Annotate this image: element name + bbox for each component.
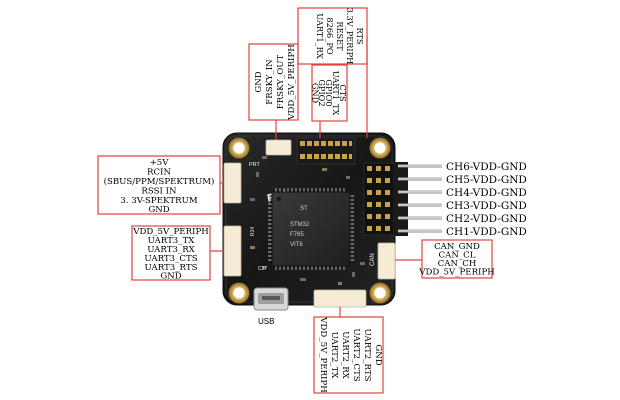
pin-vdd-5v-periph: VDD_5V_PERIPH: [287, 44, 297, 121]
pin-uart2-rts: UART2_RTS: [362, 329, 372, 382]
usb-label: USB: [258, 317, 274, 326]
pin-gpio2: GPIO2: [317, 79, 327, 106]
label-group-can: CAN_GND CAN_CL CAN_CH VDD_5V_PERIPH: [418, 242, 495, 278]
stm32-mcu-chip: ST STM32 F765 VIT6: [268, 188, 354, 270]
chip-logo: ST: [300, 206, 308, 212]
pwm-pin-header: [363, 162, 442, 236]
silk-c27: C27: [258, 266, 267, 272]
pin-uart3-tx: UART3_TX: [148, 236, 196, 246]
pin-frsky-out: FRSKY_OUT: [276, 54, 286, 109]
pin-8266-po: 8266_PO: [325, 17, 335, 54]
servo-pins: [398, 164, 442, 233]
pin-rcin: RCIN: [147, 168, 171, 178]
connector-uart3: [223, 225, 242, 277]
pin-gpio0: GPIO0: [324, 79, 334, 106]
connector-rc-input: [223, 162, 242, 204]
label-group-pwm: CH6-VDD-GND CH5-VDD-GND CH4-VDD-GND CH3-…: [446, 161, 527, 238]
label-group-telemetry: GND FRSKY_IN FRSKY_OUT VDD_5V_PERIPH: [254, 44, 297, 121]
mounting-hole-top-right: [369, 137, 391, 159]
pin-rcin-protocols: (SBUS/PPM/SPEKTRUM): [104, 176, 215, 187]
label-group-rc-input: +5V RCIN (SBUS/PPM/SPEKTRUM) RSSI IN 3. …: [104, 158, 215, 215]
pwm-ch5: CH5-VDD-GND: [446, 174, 527, 186]
connector-uart2: [313, 289, 367, 308]
pin-can-gnd: CAN_GND: [434, 242, 480, 252]
uart1-pin-header: [296, 137, 356, 165]
pin-3v3-periph: 3.3V_PERIPH: [345, 8, 355, 65]
pin-uart2-rx: UART2_RX: [340, 331, 350, 379]
pin-rts: RTS: [355, 27, 365, 44]
silk-can: CAN: [370, 253, 376, 266]
silk-prt: PRT: [249, 162, 261, 168]
pin-gnd-uart3: GND: [160, 272, 181, 282]
pwm-ch6: CH6-VDD-GND: [446, 161, 527, 173]
pin-3v3-spektrum: 3. 3V-SPEKTRUM: [120, 196, 198, 206]
pin-can-ch: CAN_CH: [438, 259, 477, 269]
pin-can-cl: CAN_CL: [439, 251, 476, 261]
pin-gnd-rc: GND: [148, 205, 169, 215]
pin-vdd-5v-periph-uart2: VDD_5V_PERIPH: [318, 316, 328, 393]
label-group-uart1: CTS UART1_TX GPIO0 GPIO2 GND: [311, 71, 349, 116]
pwm-ch3: CH3-VDD-GND: [446, 200, 527, 212]
label-group-uart2: GND UART2_RTS UART2_CTS UART2_RX UART2_T…: [318, 316, 383, 393]
pin-cts: CTS: [338, 84, 348, 102]
smd-components: [250, 156, 365, 285]
chip-marking-3: VIT6: [290, 242, 303, 248]
chip-marking-2: F765: [290, 232, 304, 238]
pin-uart2-tx: UART2_TX: [329, 332, 339, 380]
connector-telemetry: [265, 139, 292, 156]
pin-vdd-5v-periph-uart3: VDD_5V_PERIPH: [132, 227, 209, 237]
pwm-ch1: CH1-VDD-GND: [446, 226, 527, 238]
pin-gnd-uart1: GND: [311, 83, 321, 104]
label-group-top-right: RTS 3.3V_PERIPH RESET 8266_PO UART1_RX: [315, 8, 365, 65]
mounting-hole-bottom-left: [228, 282, 250, 304]
label-group-uart3: VDD_5V_PERIPH UART3_TX UART3_RX UART3_CT…: [132, 227, 209, 282]
pin-uart1-rx: UART1_RX: [315, 13, 325, 59]
mounting-hole-bottom-right: [369, 282, 391, 304]
pin-uart2-cts: UART2_CTS: [351, 328, 361, 381]
mounting-hole-top-left: [228, 137, 250, 159]
pin-gnd: GND: [254, 71, 264, 92]
pin-uart3-rx: UART3_RX: [147, 245, 195, 255]
usb-port: [253, 287, 289, 311]
pin-frsky-in: FRSKY_IN: [265, 59, 275, 105]
connector-can: [377, 242, 396, 280]
pin-uart3-cts: UART3_CTS: [144, 254, 197, 264]
pin-vdd-5v-periph-can: VDD_5V_PERIPH: [418, 268, 495, 278]
pin-uart3-rts: UART3_RTS: [145, 263, 198, 273]
pwm-ch2: CH2-VDD-GND: [446, 213, 527, 225]
pin-rssi-in: RSSI IN: [141, 187, 177, 197]
pwm-ch4: CH4-VDD-GND: [446, 187, 527, 199]
pin-gnd-uart2: GND: [373, 344, 383, 365]
silk-r14-side: R14: [250, 227, 256, 236]
pin-reset: RESET: [335, 21, 345, 51]
chip-marking-1: STM32: [290, 222, 310, 228]
pin-uart1-tx: UART1_TX: [331, 71, 341, 116]
flight-controller-board: R14 PRT C27 R14 ST STM32 F765 VIT6: [222, 132, 442, 311]
pin-plus-5v: +5V: [150, 158, 170, 168]
callout-leaders: [97, 7, 493, 394]
